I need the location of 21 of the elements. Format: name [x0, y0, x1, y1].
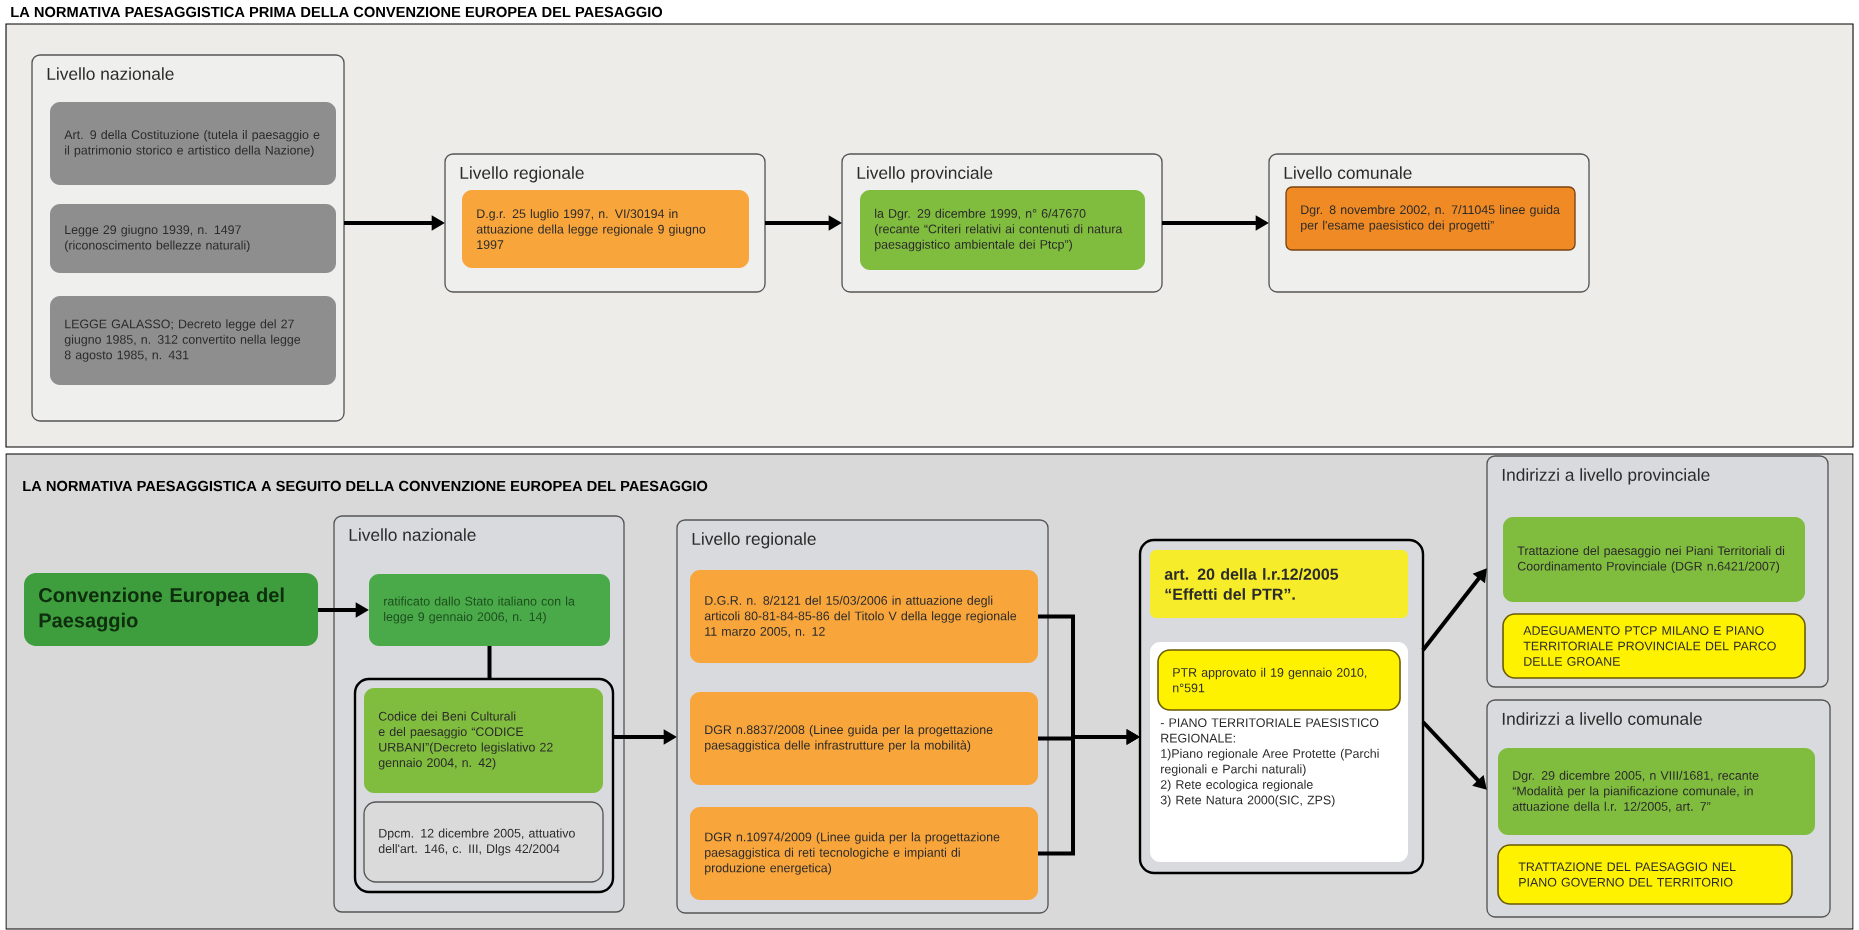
arrow [1421, 720, 1487, 790]
highlight-box: ADEGUAMENTO PTCP MILANO E PIANO TERRITORIALE PROVINCIALE DEL PARCO DELLE GROANE [1502, 613, 1806, 679]
document-box: D.g.r. 25 luglio 1997, n. VI/30194 in attuazione della legge regionale 9 giugno 1997 [462, 190, 749, 268]
document-box: D.G.R. n. 8/2121 del 15/03/2006 in attuazione degli articoli 80-81-84-85-86 del Titolo V della legge regionale 11 marzo 2005, n. 12 [690, 570, 1038, 663]
document-box: Dgr. 8 novembre 2002, n. 7/11045 linee guida per l'esame paesistico dei progetti” [1285, 186, 1576, 251]
document-box: DGR n.10974/2009 (Linee guida per la progettazione paesaggistica di reti tecnologiche e impianti di produzione energetica) [690, 807, 1038, 900]
document-box: Legge 29 giugno 1939, n. 1497 (riconoscimento bellezze naturali) [50, 204, 336, 273]
node-label: LA NORMATIVA PAESAGGISTICA PRIMA DELLA CONVENZIONE EUROPEA DEL PAESAGGIO [11, 6, 663, 18]
document-box: LEGGE GALASSO; Decreto legge del 27 giugno 1985, n. 312 convertito nella legge 8 agosto 1985, n. 431 [50, 296, 336, 385]
document-box: Art. 9 della Costituzione (tutela il paesaggio e il patrimonio storico e artistico della Nazione) [50, 102, 336, 185]
document-box: ratificato dallo Stato italiano con la legge 9 gennaio 2006, n. 14) [369, 574, 610, 646]
header-box: art. 20 della l.r.12/2005 “Effetti del PTR”. [1150, 550, 1408, 618]
document-box: Dgr. 29 dicembre 2005, n VIII/1681, recante “Modalità per la pianificazione comunale, in attuazione della l.r. 12/2005, art. 7” [1498, 748, 1815, 835]
document-box: DGR n.8837/2008 (Linee guida per la progettazione paesaggistica delle infrastrutture per la mobilità) [690, 692, 1038, 785]
document-box: Trattazione del paesaggio nei Piani Territoriali di Coordinamento Provinciale (DGR n.6421/2007) [1503, 517, 1805, 602]
highlight-box: PTR approvato il 19 gennaio 2010, n°591 [1157, 649, 1401, 711]
document-box: la Dgr. 29 dicembre 1999, n° 6/47670 (recante “Criteri relativi ai contenuti di natura paesaggistico ambientale dei Ptcp”) [860, 190, 1145, 270]
title-box: Convenzione Europea del Paesaggio [24, 573, 318, 646]
highlight-box: TRATTAZIONE DEL PAESAGGIO NEL PIANO GOVERNO DEL TERRITORIO [1497, 844, 1793, 905]
document-box: Dpcm. 12 dicembre 2005, attuativo dell'art. 146, c. III, Dlgs 42/2004 [363, 801, 604, 883]
document-box: Codice dei Beni Culturali e del paesaggio “CODICE URBANI”(Decreto legislativo 22 gennaio 2004, n. 42) [364, 688, 603, 793]
